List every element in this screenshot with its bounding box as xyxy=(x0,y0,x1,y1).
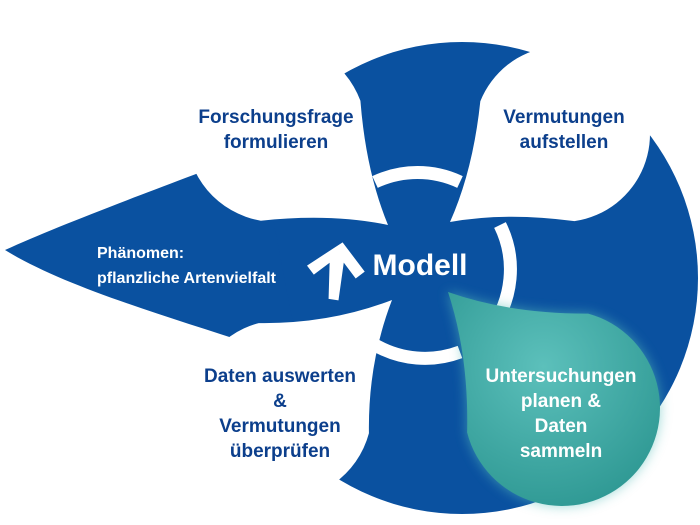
label-line: aufstellen xyxy=(520,132,609,153)
label-line: Forschungsfrage xyxy=(198,107,353,128)
center-label: Modell xyxy=(373,249,468,282)
label-line: Untersuchungen xyxy=(486,366,637,387)
label-line: Daten auswerten xyxy=(204,366,356,387)
label-line: & xyxy=(273,391,287,412)
petal-hypotheses xyxy=(450,46,650,222)
ring-arc-top xyxy=(372,166,463,188)
step-research-question-label: Forschungsfrage formulieren xyxy=(198,107,353,153)
petal-plan-collect xyxy=(448,292,660,506)
phenomenon-label-line1: Phänomen: xyxy=(97,245,184,262)
label-line: Daten xyxy=(535,416,588,437)
step-evaluate-label: Daten auswerten & Vermutungen überprüfen xyxy=(204,366,356,462)
label-line: überprüfen xyxy=(230,441,330,462)
step-hypotheses-label: Vermutungen aufstellen xyxy=(503,107,624,153)
petal-evaluate xyxy=(192,300,392,501)
label-line: Vermutungen xyxy=(219,416,340,437)
label-line: planen & xyxy=(521,391,602,412)
label-line: sammeln xyxy=(520,441,602,462)
ring-arc-bottom xyxy=(371,339,463,365)
label-line: formulieren xyxy=(224,132,329,153)
petal-research-question xyxy=(185,42,388,226)
label-line: Vermutungen xyxy=(503,107,624,128)
step-plan-collect-label: Untersuchungen planen & Daten sammeln xyxy=(486,366,637,462)
phenomenon-label-line2: pflanzliche Artenvielfalt xyxy=(97,270,277,287)
arrow-up-icon xyxy=(307,242,365,301)
